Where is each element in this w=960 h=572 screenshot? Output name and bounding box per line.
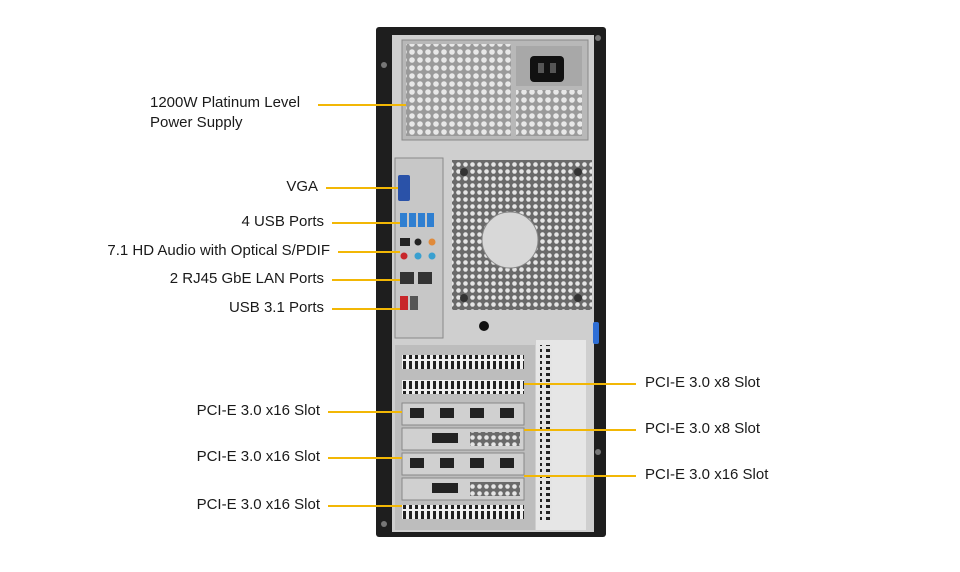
- lan-port-1: [400, 272, 414, 284]
- power-connector: [530, 56, 564, 82]
- leader-pcie2: [328, 457, 402, 459]
- gpu-bracket-1: [401, 402, 525, 426]
- label-usb31: USB 3.1 Ports: [228, 299, 324, 316]
- label-pcie-r1: PCI-E 3.0 x8 Slot: [645, 374, 761, 391]
- leader-pcie3: [328, 505, 402, 507]
- leader-pcie-r3: [524, 475, 636, 477]
- leader-pcie-r2: [524, 429, 636, 431]
- label-psu-line2: Power Supply: [150, 114, 243, 131]
- slot-bracket-1: [402, 380, 524, 394]
- label-psu-line1: 1200W Platinum Level: [150, 94, 301, 111]
- label-pcie1: PCI-E 3.0 x16 Slot: [196, 402, 320, 419]
- leader-usb: [332, 222, 400, 224]
- label-pcie-r3: PCI-E 3.0 x16 Slot: [645, 466, 769, 483]
- vga-port: [398, 175, 410, 201]
- leader-psu: [318, 104, 406, 106]
- leader-audio: [338, 251, 400, 253]
- leader-pcie1: [328, 411, 402, 413]
- label-pcie2: PCI-E 3.0 x16 Slot: [196, 448, 320, 465]
- label-vga: VGA: [286, 178, 318, 195]
- label-pcie3: PCI-E 3.0 x16 Slot: [196, 496, 320, 513]
- lan-port-2: [418, 272, 432, 284]
- label-lan: 2 RJ45 GbE LAN Ports: [169, 270, 324, 287]
- leader-lan: [332, 279, 400, 281]
- label-pcie-r2: PCI-E 3.0 x8 Slot: [645, 420, 761, 437]
- label-usb: 4 USB Ports: [241, 213, 324, 230]
- leader-usb31: [332, 308, 400, 310]
- label-psu: 1200W Platinum Level Power Supply: [150, 93, 300, 133]
- leader-vga: [326, 187, 398, 189]
- gpu-bracket-3: [401, 452, 525, 476]
- label-audio: 7.1 HD Audio with Optical S/PDIF: [107, 242, 330, 259]
- leader-pcie-r1: [524, 383, 636, 385]
